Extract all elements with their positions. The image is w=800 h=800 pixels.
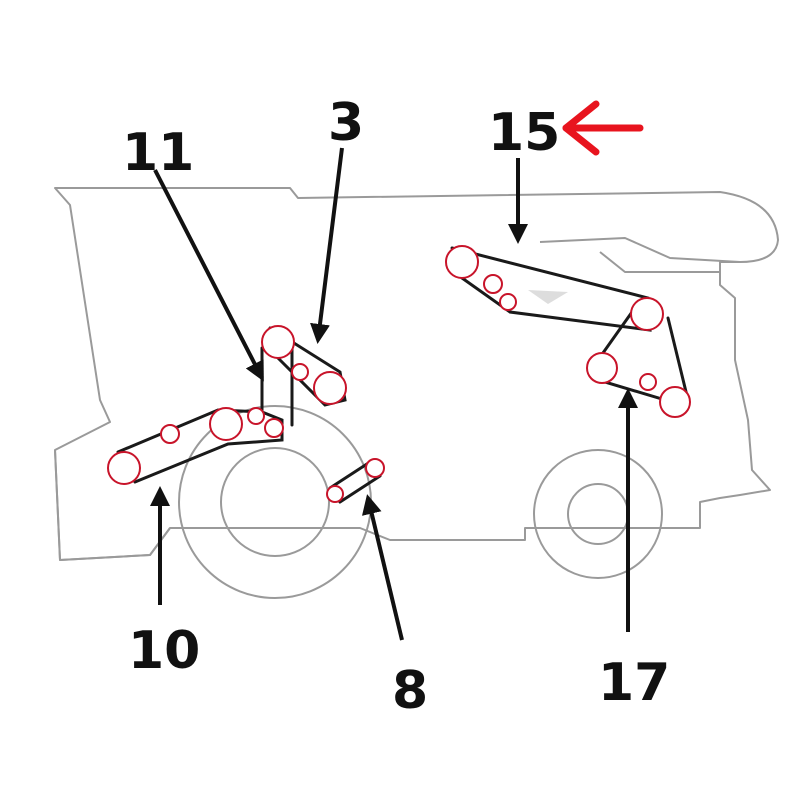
pulley xyxy=(499,293,517,311)
upper-deck-line xyxy=(539,237,741,263)
belt-3 xyxy=(268,326,347,407)
pulley xyxy=(659,386,691,418)
label-15: 15 xyxy=(488,103,560,163)
shaded-panel xyxy=(528,290,568,304)
highlight-arrow-icon xyxy=(562,100,644,156)
pulley xyxy=(586,352,618,384)
pulley xyxy=(326,485,344,503)
pulley xyxy=(639,373,657,391)
pulley xyxy=(209,407,243,441)
pointer-arrows xyxy=(150,147,638,641)
arrow-3 xyxy=(310,147,344,344)
cab-line xyxy=(599,251,720,273)
pulley xyxy=(445,245,479,279)
rear-wheel xyxy=(533,449,663,579)
label-10: 10 xyxy=(128,621,200,681)
label-17: 17 xyxy=(598,653,670,713)
pulley xyxy=(313,371,347,405)
pulleys xyxy=(107,245,691,503)
pulley xyxy=(107,451,141,485)
front-rim xyxy=(220,447,330,557)
belt-17 xyxy=(596,310,690,404)
rear-tire xyxy=(533,449,663,579)
pulley xyxy=(261,325,295,359)
body-outline xyxy=(54,187,779,561)
pulley xyxy=(483,274,503,294)
arrow-8 xyxy=(362,494,404,641)
belt-8 xyxy=(328,460,382,504)
pulley xyxy=(160,424,180,444)
belt-15 xyxy=(450,246,652,332)
combine-outline xyxy=(54,187,779,561)
pulley xyxy=(291,363,309,381)
pulley xyxy=(264,418,284,438)
pulley xyxy=(365,458,385,478)
label-8: 8 xyxy=(392,661,428,721)
pulley xyxy=(247,407,265,425)
rear-rim xyxy=(567,483,629,545)
label-11: 11 xyxy=(122,123,194,183)
pulley xyxy=(630,297,664,331)
label-3: 3 xyxy=(328,93,364,153)
arrow-11 xyxy=(153,169,264,382)
